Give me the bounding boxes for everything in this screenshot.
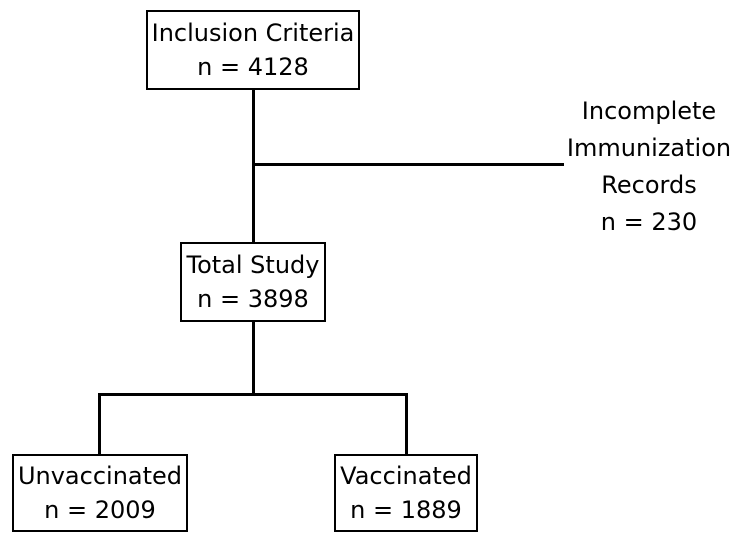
connector-to-vaccinated	[405, 393, 408, 454]
total-study-title: Total Study	[186, 251, 320, 279]
total-study-count: n = 3898	[197, 285, 309, 313]
connector-to-unvaccinated	[98, 393, 101, 454]
exclusion-line-2: Immunization	[566, 134, 732, 162]
exclusion-count: n = 230	[600, 208, 698, 236]
exclusion-line-3: Records	[601, 171, 697, 199]
connector-inclusion-to-total	[252, 90, 255, 242]
inclusion-criteria-box: Inclusion Criteria n = 4128	[146, 10, 360, 90]
connector-split-horizontal	[98, 393, 408, 396]
total-study-box: Total Study n = 3898	[180, 242, 326, 322]
vaccinated-count: n = 1889	[350, 496, 462, 524]
connector-total-to-split	[252, 322, 255, 396]
vaccinated-title: Vaccinated	[340, 462, 472, 490]
unvaccinated-box: Unvaccinated n = 2009	[12, 454, 188, 532]
inclusion-criteria-count: n = 4128	[197, 53, 309, 81]
vaccinated-box: Vaccinated n = 1889	[334, 454, 478, 532]
exclusion-label: Incomplete Immunization Records n = 230	[556, 93, 736, 241]
inclusion-criteria-title: Inclusion Criteria	[151, 19, 355, 47]
connector-to-exclusion	[252, 163, 564, 166]
unvaccinated-count: n = 2009	[44, 496, 156, 524]
unvaccinated-title: Unvaccinated	[17, 462, 183, 490]
exclusion-line-1: Incomplete	[581, 97, 717, 125]
